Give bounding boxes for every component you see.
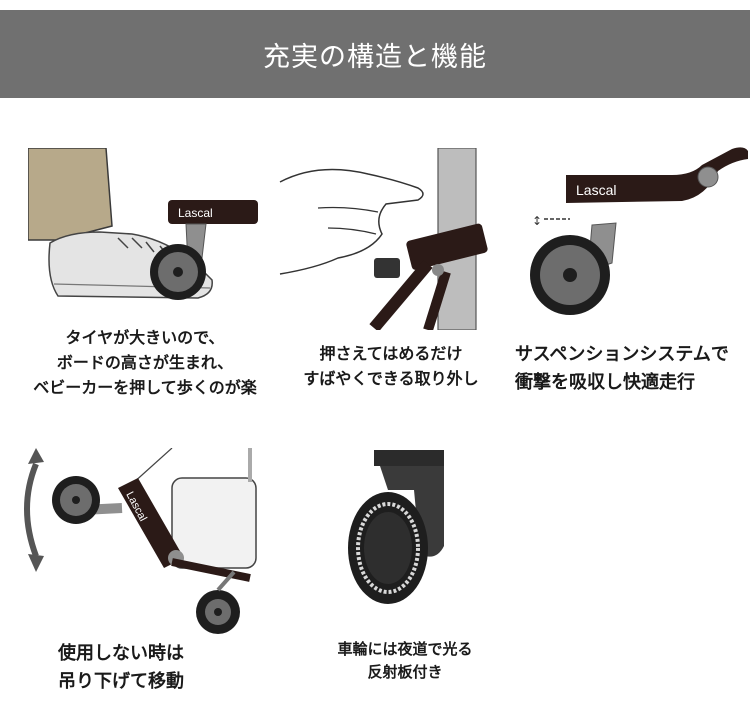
clamp-attach-illustration <box>279 148 488 330</box>
feature-caption-1: タイヤが大きいので、 ボードの高さが生まれ、 ベビーカーを押して歩くのが楽 <box>0 326 290 400</box>
feature-caption-5: 車輪には夜道で光る 反射板付き <box>300 638 510 685</box>
shoe-on-board-illustration: Lascal <box>28 148 258 300</box>
caption-line: 反射板付き <box>367 663 443 682</box>
caption-line: 使用しない時は <box>58 643 184 664</box>
caption-line: ベビーカーを押して歩くのが楽 <box>33 377 257 397</box>
logo-text: Lascal <box>576 182 616 198</box>
caption-line: すばやくできる取り外し <box>303 368 479 388</box>
header-banner: 充実の構造と機能 <box>0 10 750 98</box>
suspension-illustration: Lascal ↕ <box>530 147 748 315</box>
reflector-wheel-illustration <box>348 450 444 604</box>
hanging-mode-illustration: Lascal <box>24 448 257 634</box>
reflector-ring <box>356 502 420 594</box>
board <box>168 200 258 224</box>
caption-line: 吊り下げて移動 <box>58 670 184 692</box>
caption-line: 押さえてはめるだけ <box>319 344 463 363</box>
caption-line: 衝撃を吸収し快適走行 <box>515 371 695 393</box>
caption-line: 車輪には夜道で光る <box>337 640 473 658</box>
caption-line: サスペンションシステムで <box>515 344 729 365</box>
board <box>118 478 184 568</box>
rotate-arrow-icon <box>24 462 39 558</box>
logo-text: Lascal <box>178 206 213 220</box>
feature-caption-3: サスペンションシステムで 衝撃を吸収し快適走行 <box>515 341 729 397</box>
banner-title: 充実の構造と機能 <box>263 41 487 73</box>
feature-caption-2: 押さえてはめるだけ すばやくできる取り外し <box>286 342 496 392</box>
hand-icon <box>279 168 424 275</box>
feature-caption-4: 使用しない時は 吊り下げて移動 <box>58 640 184 696</box>
arrow-updown-icon: ↕ <box>532 214 542 228</box>
board <box>566 147 748 203</box>
caption-line: ボードの高さが生まれ、 <box>56 352 234 372</box>
caption-line: タイヤが大きいので、 <box>65 328 225 347</box>
